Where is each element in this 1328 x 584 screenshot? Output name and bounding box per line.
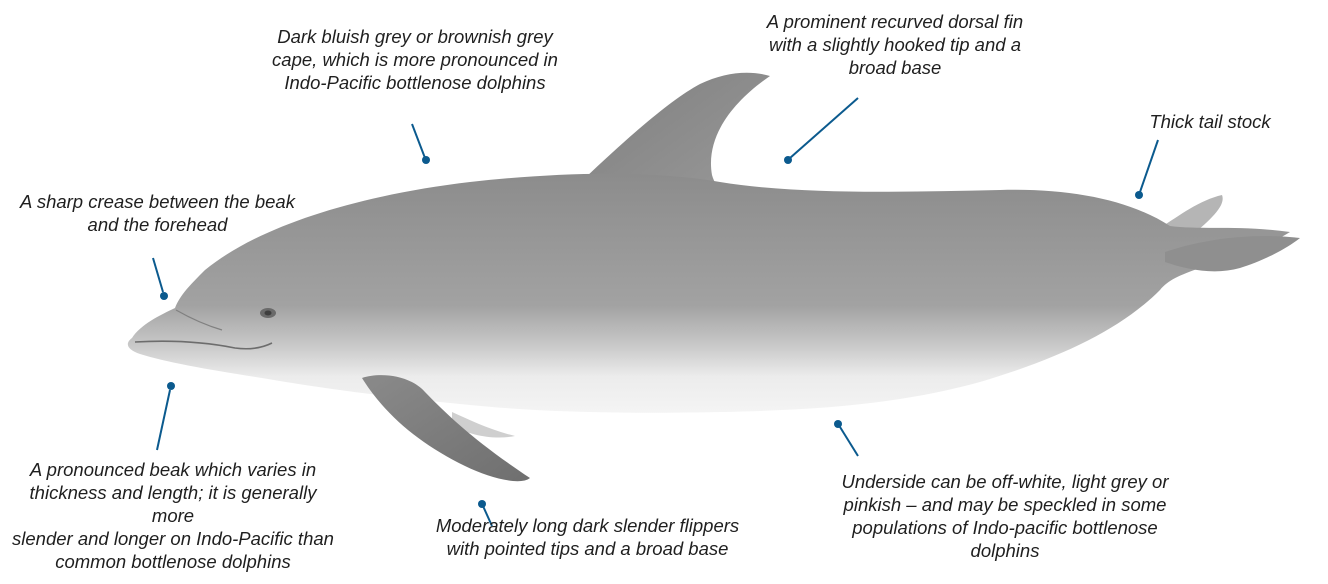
- pointer-line-cape: [412, 124, 425, 158]
- annotation-cape: Dark bluish grey or brownish grey cape, …: [245, 25, 585, 94]
- pointer-line-under: [840, 427, 858, 456]
- annotation-crease: A sharp crease between the beak and the …: [0, 190, 315, 236]
- annotation-flippers: Moderately long dark slender flippers wi…: [420, 514, 755, 560]
- pointer-dot-cape: [422, 156, 430, 164]
- pointer-dot-flip: [478, 500, 486, 508]
- pointer-dot-beak: [167, 382, 175, 390]
- pointer-dot-crease: [160, 292, 168, 300]
- pointer-line-tail: [1140, 140, 1158, 192]
- annotation-dorsal-fin: A prominent recurved dorsal fin with a s…: [740, 10, 1050, 79]
- pointer-line-fin: [790, 98, 858, 158]
- annotation-tail-stock: Thick tail stock: [1120, 110, 1300, 133]
- pointer-dot-under: [834, 420, 842, 428]
- pointer-line-crease: [153, 258, 163, 292]
- pointer-dot-tail: [1135, 191, 1143, 199]
- pointer-dot-fin: [784, 156, 792, 164]
- annotation-underside: Underside can be off-white, light grey o…: [820, 470, 1190, 562]
- pointer-line-beak: [157, 390, 170, 450]
- pupil: [265, 311, 272, 316]
- annotation-beak: A pronounced beak which varies in thickn…: [8, 458, 338, 573]
